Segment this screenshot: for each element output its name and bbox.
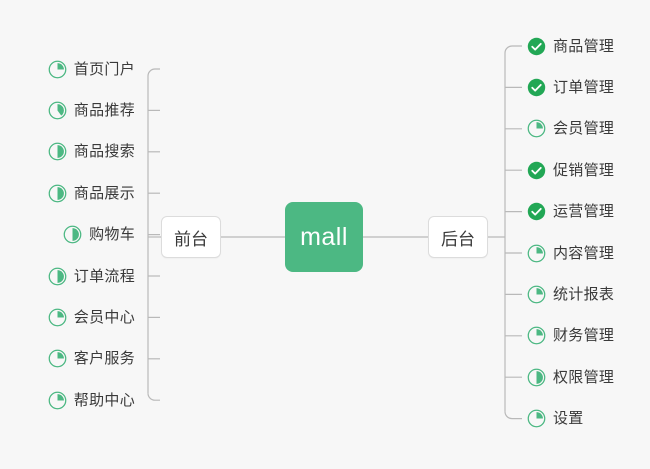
node-frontend-label: 前台 — [174, 229, 208, 249]
node-backend[interactable]: 后台 — [428, 216, 488, 258]
node-root-mall[interactable]: mall — [285, 202, 363, 272]
check-circle-icon — [527, 37, 546, 55]
mindmap-node-label: 商品管理 — [553, 37, 615, 55]
pie-progress-icon — [48, 349, 67, 368]
check-circle-icon — [527, 202, 546, 221]
mindmap-node-label: 会员管理 — [553, 120, 615, 138]
pie-progress-icon — [527, 119, 546, 138]
mindmap-node[interactable]: 客户服务 — [48, 345, 135, 373]
node-frontend[interactable]: 前台 — [161, 216, 221, 258]
mindmap-node[interactable]: 设置 — [527, 405, 584, 433]
pie-progress-icon — [48, 142, 67, 161]
check-circle-icon — [527, 78, 546, 97]
mindmap-node-label: 会员中心 — [73, 308, 135, 326]
mindmap-node-label: 商品搜索 — [73, 143, 135, 161]
mindmap-node-label: 首页门户 — [73, 60, 135, 78]
mindmap-node-label: 订单流程 — [73, 267, 135, 285]
mindmap-node-label: 帮助中心 — [73, 391, 135, 409]
pie-progress-icon — [63, 225, 82, 244]
connector-line — [147, 68, 160, 77]
connector-line — [504, 411, 522, 420]
mindmap-node[interactable]: 内容管理 — [527, 239, 614, 267]
mindmap-node[interactable]: 商品推荐 — [48, 96, 135, 124]
mindmap-node-label: 购物车 — [89, 226, 135, 244]
pie-progress-icon — [48, 308, 67, 327]
mindmap-node-label: 权限管理 — [553, 368, 615, 386]
pie-progress-icon — [527, 285, 546, 304]
mindmap-node[interactable]: 财务管理 — [527, 322, 614, 350]
mindmap-node[interactable]: 统计报表 — [527, 280, 614, 308]
pie-progress-icon — [48, 184, 67, 203]
pie-progress-icon — [527, 409, 546, 428]
mindmap-node-label: 设置 — [553, 410, 584, 428]
mindmap-node-label: 统计报表 — [553, 285, 615, 303]
node-backend-label: 后台 — [441, 229, 475, 249]
mindmap-node[interactable]: 商品展示 — [48, 179, 135, 207]
pie-progress-icon — [527, 326, 546, 345]
mindmap-node-label: 内容管理 — [553, 244, 615, 262]
node-root-label: mall — [300, 222, 348, 251]
mindmap-node[interactable]: 会员中心 — [48, 303, 135, 331]
mindmap-node[interactable]: 帮助中心 — [48, 386, 135, 414]
mindmap-node[interactable]: 促销管理 — [527, 156, 614, 184]
mindmap-node[interactable]: 权限管理 — [527, 363, 614, 391]
mindmap-node[interactable]: 会员管理 — [527, 115, 614, 143]
mindmap-node[interactable]: 商品搜索 — [48, 138, 135, 166]
mindmap-node[interactable]: 购物车 — [63, 221, 135, 249]
mindmap-node-label: 财务管理 — [553, 327, 615, 345]
pie-progress-icon — [48, 101, 67, 120]
mindmap-node[interactable]: 订单流程 — [48, 262, 135, 290]
mindmap-node-label: 订单管理 — [553, 78, 615, 96]
mindmap-node-label: 商品推荐 — [73, 101, 135, 119]
mindmap-node[interactable]: 运营管理 — [527, 198, 614, 226]
pie-progress-icon — [527, 244, 546, 262]
pie-progress-icon — [48, 267, 67, 285]
mindmap-node[interactable]: 商品管理 — [527, 32, 614, 60]
mindmap-node[interactable]: 订单管理 — [527, 73, 614, 101]
mindmap-node-label: 促销管理 — [553, 161, 615, 179]
pie-progress-icon — [48, 60, 67, 78]
mindmap-node-label: 客户服务 — [73, 350, 135, 368]
mindmap-node-label: 运营管理 — [553, 203, 615, 221]
check-circle-icon — [527, 161, 546, 179]
pie-progress-icon — [48, 391, 67, 410]
mindmap-node[interactable]: 首页门户 — [48, 55, 135, 83]
connector-line — [147, 393, 160, 401]
pie-progress-icon — [527, 368, 546, 387]
connector-line — [504, 45, 522, 54]
mindmap-node-label: 商品展示 — [73, 184, 135, 202]
